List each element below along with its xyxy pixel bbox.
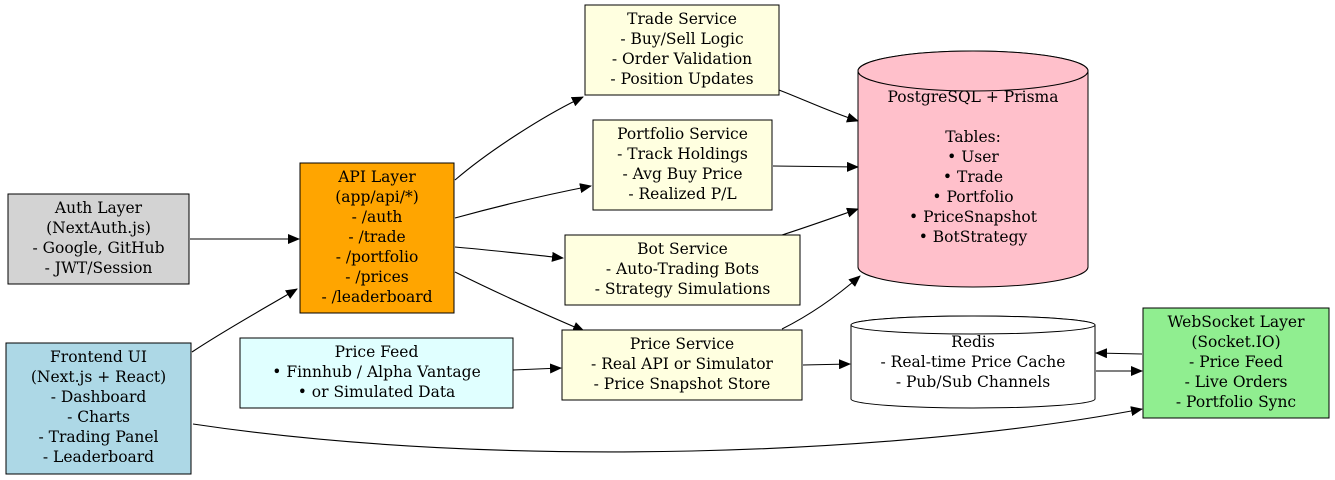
edge-price-feed-to-price-service (512, 363, 562, 374)
node-auth: Auth Layer (NextAuth.js) - Google, GitHub -… (7, 193, 190, 285)
node-api-box (299, 162, 455, 314)
edge-trade-to-postgres (778, 89, 859, 123)
node-api-label-line: - /trade (348, 228, 405, 246)
nodes-layer: Auth Layer (NextAuth.js) - Google, GitHub -… (5, 4, 1330, 475)
node-websocket-label-line: - Portfolio Sync (1176, 393, 1296, 411)
node-websocket-box (1142, 307, 1330, 419)
node-api: API Layer (app/api/*) - /auth - /trade - /po… (299, 162, 455, 314)
node-trade-label-line: - Position Updates (610, 70, 753, 88)
node-auth-label-line: - Google, GitHub (32, 239, 164, 257)
node-portfolio-label-line: - Track Holdings (617, 145, 748, 163)
node-price-feed-box (239, 337, 514, 409)
node-portfolio-label-line: - Avg Buy Price (622, 165, 742, 183)
node-bot-label-line: Bot Service (637, 240, 728, 258)
edge-api-to-price-service (454, 271, 585, 332)
node-websocket: WebSocket Layer (Socket.IO) - Price Feed - … (1142, 307, 1330, 419)
node-postgres-label-line: • PriceSnapshot (909, 208, 1038, 226)
node-auth-label-line: Auth Layer (54, 199, 143, 217)
node-price-feed-label-line: Price Feed (335, 343, 419, 361)
node-price-service-label-line: Price Service (630, 335, 734, 353)
edge-api-to-portfolio (454, 183, 592, 219)
edge-bot-to-postgres (781, 207, 859, 236)
node-frontend-label-line: - Trading Panel (39, 428, 159, 446)
node-auth-label-line: - JWT/Session (45, 259, 153, 277)
edge-frontend-to-websocket (192, 406, 1143, 453)
node-api-label-line: - /prices (345, 268, 409, 286)
node-api-label-line: - /leaderboard (321, 288, 432, 306)
node-frontend-label-line: - Dashboard (51, 388, 147, 406)
node-price-service-label-line: - Price Snapshot Store (594, 375, 771, 393)
node-price-feed-label-line: • or Simulated Data (298, 383, 456, 401)
node-api-label-line: - /portfolio (336, 248, 419, 266)
node-postgres-label-line: PostgreSQL + Prisma (888, 88, 1059, 106)
node-frontend-box (5, 342, 192, 475)
node-trade-label-line: - Buy/Sell Logic (620, 30, 743, 48)
node-api-label-line: API Layer (337, 168, 416, 186)
node-trade-box (584, 4, 780, 96)
node-websocket-label-line: - Live Orders (1185, 373, 1288, 391)
node-api-label-line: - /auth (352, 208, 403, 226)
node-postgres-label-line: • Trade (943, 168, 1003, 186)
edge-price-service-to-postgres (781, 275, 861, 330)
node-trade: Trade Service - Buy/Sell Logic - Order Val… (584, 4, 780, 96)
node-auth-box (7, 193, 190, 285)
node-redis: Redis - Real-time Price Cache - Pub/Sub Ch… (850, 315, 1096, 409)
edge-api-to-bot (454, 246, 564, 262)
node-postgres-label-line: • BotStrategy (919, 228, 1028, 246)
node-price-service-label-line: - Real API or Simulator (591, 355, 773, 373)
node-api-label-line: (app/api/*) (335, 188, 419, 206)
node-websocket-label-line: WebSocket Layer (1168, 313, 1306, 331)
node-portfolio: Portfolio Service - Track Holdings - Avg B… (592, 119, 773, 211)
edge-api-to-trade (454, 96, 584, 181)
node-portfolio-label-line: Portfolio Service (617, 125, 748, 143)
node-frontend-label-line: - Leaderboard (43, 448, 154, 466)
edge-frontend-to-api (191, 288, 298, 353)
node-bot-box (564, 234, 801, 306)
node-bot: Bot Service - Auto-Trading Bots - Strategy… (564, 234, 801, 306)
node-postgres-label-line: • Portfolio (932, 188, 1013, 206)
node-portfolio-box (592, 119, 773, 211)
node-price-service-box (561, 329, 803, 401)
node-price-service: Price Service - Real API or Simulator - Pr… (561, 329, 803, 401)
node-price-feed: Price Feed • Finnhub / Alpha Vantage • or … (239, 337, 514, 409)
node-frontend: Frontend UI (Next.js + React) - Dashboard -… (5, 342, 192, 475)
node-auth-label-line: (NextAuth.js) (46, 219, 151, 237)
node-frontend-label-line: (Next.js + React) (31, 368, 166, 386)
node-price-feed-label-line: • Finnhub / Alpha Vantage (272, 363, 481, 381)
edge-price-service-to-redis (802, 359, 851, 370)
node-bot-label-line: - Strategy Simulations (595, 280, 771, 298)
node-frontend-label-line: - Charts (67, 408, 130, 426)
node-postgres-label-line: • User (947, 148, 999, 166)
node-frontend-label-line: Frontend UI (50, 348, 147, 366)
node-bot-label-line: - Auto-Trading Bots (606, 260, 759, 278)
node-postgres-label-line: Tables: (945, 128, 1001, 146)
node-redis-label-line: Redis (951, 333, 995, 351)
node-redis-cylinder-top (850, 315, 1096, 335)
node-redis-label-line: - Real-time Price Cache (881, 353, 1066, 371)
node-postgres-cylinder-top (857, 50, 1089, 92)
node-websocket-label-line: (Socket.IO) (1191, 333, 1280, 351)
edge-websocket-to-redis (1095, 348, 1143, 359)
node-portfolio-label-line: - Realized P/L (628, 185, 736, 203)
node-websocket-label-line: - Price Feed (1189, 353, 1283, 371)
node-redis-label-line: - Pub/Sub Channels (896, 373, 1050, 391)
edge-portfolio-to-postgres (772, 161, 859, 172)
node-trade-label-line: - Order Validation (612, 50, 752, 68)
edges-layer (190, 89, 1143, 453)
node-trade-label-line: Trade Service (627, 10, 737, 28)
